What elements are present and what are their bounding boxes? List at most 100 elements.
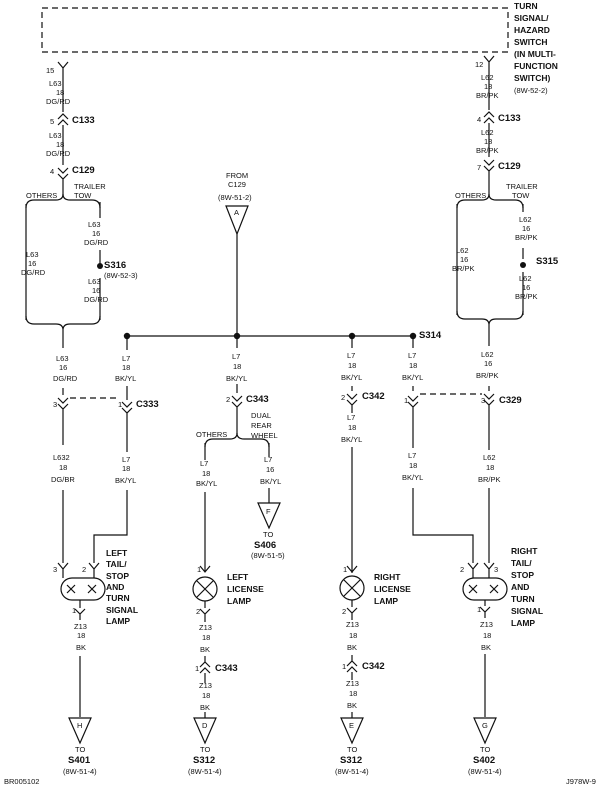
switch-outline xyxy=(41,7,509,53)
svg-text:(8W-51-4): (8W-51-4) xyxy=(188,767,222,776)
svg-text:DG/RD: DG/RD xyxy=(84,238,109,247)
svg-text:TO: TO xyxy=(480,745,490,754)
svg-text:18: 18 xyxy=(349,631,357,640)
svg-text:BK: BK xyxy=(347,643,357,652)
ground-s312-left: D TO S312 (8W-51-4) xyxy=(188,717,222,776)
svg-text:DG/BR: DG/BR xyxy=(51,475,75,484)
svg-text:BR/PK: BR/PK xyxy=(478,475,501,484)
svg-text:TURN: TURN xyxy=(106,593,130,603)
svg-text:4: 4 xyxy=(477,115,481,124)
svg-text:L7: L7 xyxy=(347,413,355,422)
from-c129-label: FROM C129 (8W-51-2) xyxy=(218,171,252,202)
svg-text:DG/RD: DG/RD xyxy=(21,268,46,277)
svg-text:LAMP: LAMP xyxy=(227,596,251,606)
splice-s314: S314 xyxy=(419,330,442,341)
left-license-pin-1: 1 xyxy=(197,565,201,574)
right-license-ground-label: Z13 18 BK 1 C342 Z13 18 BK xyxy=(342,620,385,710)
svg-text:(8W-52-2): (8W-52-2) xyxy=(514,86,548,95)
switch-label: TURN SIGNAL/ HAZARD SWITCH (IN MULTI- FU… xyxy=(514,1,558,95)
svg-text:18: 18 xyxy=(77,631,85,640)
svg-text:C343: C343 xyxy=(215,663,238,674)
left-tail-pin-3: 3 xyxy=(53,565,57,574)
svg-text:18: 18 xyxy=(483,631,491,640)
svg-text:(8W-52-3): (8W-52-3) xyxy=(104,271,138,280)
svg-text:18: 18 xyxy=(56,88,64,97)
svg-text:TOW: TOW xyxy=(512,191,530,200)
ground-s402: G TO S402 (8W-51-4) xyxy=(468,717,502,776)
svg-text:L63: L63 xyxy=(88,277,101,286)
svg-text:18: 18 xyxy=(484,82,492,91)
svg-text:L62: L62 xyxy=(483,453,496,462)
svg-text:18: 18 xyxy=(56,140,64,149)
svg-text:1: 1 xyxy=(342,662,346,671)
right-feed-labels: L62 18 BR/PK 4 C133 L62 18 BR/PK 7 C129 … xyxy=(452,73,559,380)
svg-text:OTHERS: OTHERS xyxy=(196,430,227,439)
splice-s316-dot xyxy=(97,263,103,269)
svg-text:BK: BK xyxy=(76,643,86,652)
svg-text:FROM: FROM xyxy=(226,171,248,180)
svg-text:SWITCH: SWITCH xyxy=(514,37,548,47)
svg-text:BR/PK: BR/PK xyxy=(476,91,499,100)
svg-text:BK/YL: BK/YL xyxy=(115,476,136,485)
svg-text:LICENSE: LICENSE xyxy=(374,584,411,594)
c333-labels: L7 18 BK/YL 3 1 C333 L632 18 DG/BR L7 18… xyxy=(51,354,159,485)
s406-triangle xyxy=(257,502,281,530)
svg-text:L632: L632 xyxy=(53,453,70,462)
svg-text:L62: L62 xyxy=(456,246,469,255)
right-license-ground-wire xyxy=(346,600,358,718)
svg-text:S406: S406 xyxy=(254,540,276,551)
svg-text:Z13: Z13 xyxy=(74,622,87,631)
svg-text:C329: C329 xyxy=(499,395,522,406)
svg-text:18: 18 xyxy=(349,689,357,698)
svg-text:RIGHT: RIGHT xyxy=(511,546,538,556)
c329-branch xyxy=(407,336,482,563)
svg-text:TURN: TURN xyxy=(511,594,535,604)
left-license-top-pin xyxy=(199,565,211,573)
svg-text:(8W-51-4): (8W-51-4) xyxy=(468,767,502,776)
svg-text:STOP: STOP xyxy=(106,571,129,581)
right-license-lamp-label: RIGHT LICENSE LAMP xyxy=(374,572,411,606)
svg-text:5: 5 xyxy=(50,117,54,126)
svg-text:WHEEL: WHEEL xyxy=(251,431,278,440)
left-tail-lamp-bulb xyxy=(60,577,106,601)
svg-text:1: 1 xyxy=(118,400,122,409)
svg-text:2: 2 xyxy=(341,393,345,402)
svg-text:16: 16 xyxy=(460,255,468,264)
left-tail-pin-2: 2 xyxy=(82,565,86,574)
splice-s315-dot xyxy=(520,262,526,268)
svg-text:TO: TO xyxy=(263,530,273,539)
svg-text:L7: L7 xyxy=(408,351,416,360)
right-tail-pin-2: 2 xyxy=(460,565,464,574)
right-license-filament xyxy=(343,579,361,597)
svg-text:TO: TO xyxy=(200,745,210,754)
svg-text:16: 16 xyxy=(522,283,530,292)
svg-text:4: 4 xyxy=(50,167,54,176)
svg-text:L7: L7 xyxy=(122,455,130,464)
svg-text:C343: C343 xyxy=(246,394,269,405)
right-tail-lamp-bulb xyxy=(462,577,508,601)
svg-text:TRAILER: TRAILER xyxy=(74,182,106,191)
svg-text:LAMP: LAMP xyxy=(106,616,130,626)
ground-s312-right: E TO S312 (8W-51-4) xyxy=(335,717,369,776)
right-license-pin-2: 2 xyxy=(342,607,346,616)
right-tail-pin-1: 1 xyxy=(477,605,481,614)
svg-text:16: 16 xyxy=(92,229,100,238)
right-tail-lamp-filaments xyxy=(468,584,499,594)
svg-text:16: 16 xyxy=(92,286,100,295)
svg-text:16: 16 xyxy=(484,359,492,368)
svg-text:E: E xyxy=(349,721,354,730)
svg-text:18: 18 xyxy=(409,361,417,370)
connector-a-letter: A xyxy=(234,208,239,217)
svg-text:16: 16 xyxy=(59,363,67,372)
svg-text:2: 2 xyxy=(226,395,230,404)
right-feed-wiring xyxy=(456,55,524,563)
c333-branch xyxy=(70,336,133,563)
s406-label: TO S406 (8W-51-5) xyxy=(251,530,285,560)
svg-text:BR/PK: BR/PK xyxy=(515,292,538,301)
svg-text:S402: S402 xyxy=(473,755,495,766)
svg-text:L7: L7 xyxy=(408,451,416,460)
svg-text:TURN: TURN xyxy=(514,1,538,11)
svg-text:S401: S401 xyxy=(68,755,91,766)
svg-text:18: 18 xyxy=(122,464,130,473)
svg-text:SIGNAL: SIGNAL xyxy=(106,605,138,615)
